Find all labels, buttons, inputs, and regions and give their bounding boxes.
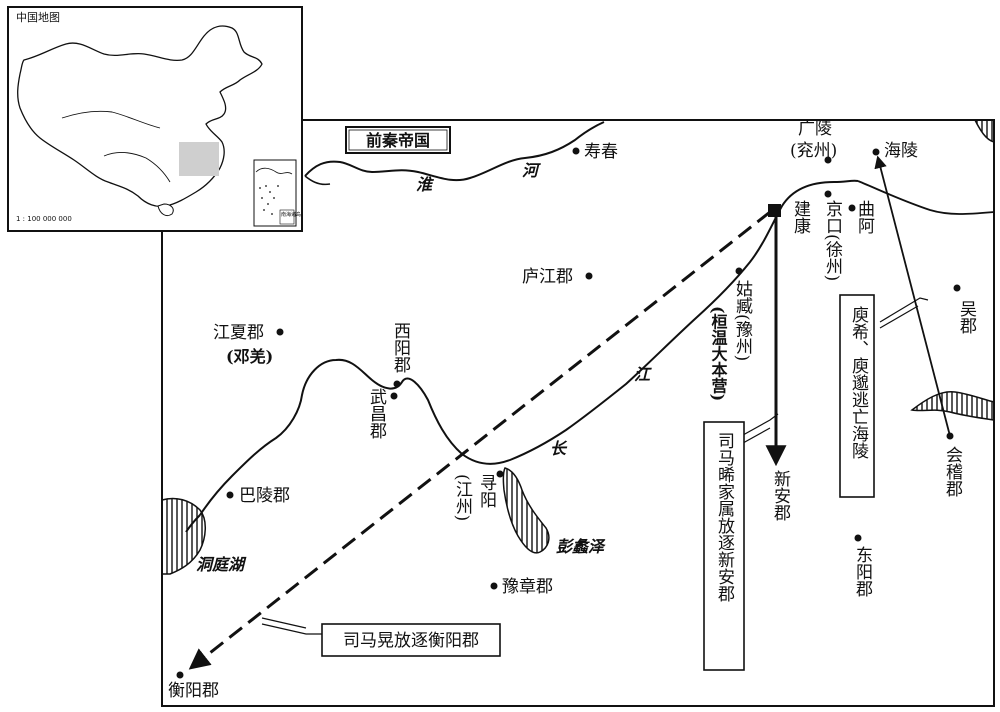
- label-dengqiang: (邓羌): [226, 347, 273, 366]
- leader-yu: [879, 297, 929, 323]
- label-yanzhou: (兖州): [790, 141, 837, 161]
- title-box: [345, 126, 451, 154]
- note-box-yu: [839, 294, 875, 498]
- note-sima-huang: 司马晃放逐衡阳郡: [343, 631, 479, 651]
- dot-kuaiji: [946, 432, 954, 440]
- map-title: 前秦帝国: [366, 131, 430, 150]
- label-huanwen: (桓温大本营): [709, 306, 729, 401]
- note-box-sima-huang: [321, 623, 501, 657]
- label-jiangxia: 江夏郡: [213, 323, 264, 343]
- place-dots: [176, 147, 961, 679]
- dot-qua: [848, 204, 856, 212]
- label-baling: 巴陵郡: [239, 486, 290, 506]
- label-gushu: 姑臧(豫州): [732, 280, 753, 361]
- note-yu-exile: 庾希、庾邈逃亡海陵: [848, 306, 869, 459]
- label-hengyang: 衡阳郡: [168, 681, 219, 701]
- dot-yuzhang: [490, 582, 498, 590]
- pengli-lake: [502, 467, 550, 554]
- label-dongyang: 东阳郡: [852, 546, 873, 597]
- dot-hengyang: [176, 671, 184, 679]
- dot-jingkou: [824, 190, 832, 198]
- capital-jiankang-marker: [768, 204, 781, 217]
- dot-hailing: [872, 148, 880, 156]
- label-qua: 曲阿: [854, 200, 874, 235]
- south-china-sea-label: 南海诸岛: [281, 211, 301, 218]
- inset-highlight-region: [179, 142, 219, 176]
- label-xinan: 新安郡: [770, 470, 791, 521]
- route-to-hailing: [874, 155, 951, 437]
- huai-river: [304, 121, 605, 182]
- label-jingkou: 京口(徐州): [822, 200, 843, 281]
- dot-lujiang: [585, 272, 593, 280]
- label-xiyang: 西阳郡: [390, 322, 411, 373]
- dot-dongyang: [854, 534, 862, 542]
- label-shouchun: 寿春: [584, 142, 618, 162]
- label-jiangzhou: (江州): [452, 474, 473, 521]
- dot-shouchun: [572, 147, 580, 155]
- dot-xiyang: [393, 380, 401, 388]
- label-guangling: 广陵: [798, 119, 832, 139]
- dot-jiangxia: [276, 328, 284, 336]
- label-wuchang: 武昌郡: [366, 388, 387, 439]
- label-hailing: 海陵: [884, 141, 918, 161]
- huai-label-1: 淮: [416, 175, 435, 194]
- huai-label-2: 河: [522, 161, 541, 180]
- dongting-label: 洞庭湖: [196, 555, 247, 574]
- note-sima-xi: 司马晞家属放逐新安郡: [714, 432, 735, 602]
- inset-title: 中国地图: [16, 11, 60, 24]
- inset-scale: 1 : 100 000 000: [16, 215, 72, 223]
- dot-gushu: [735, 267, 743, 275]
- coastline: [857, 180, 995, 215]
- label-xunyang: 寻阳: [476, 474, 496, 508]
- dot-wujun: [953, 284, 961, 292]
- dongting-lake: [161, 497, 206, 575]
- label-wujun: 吴郡: [956, 300, 977, 334]
- chang-label-1: 长: [550, 439, 568, 458]
- chang-label-2: 江: [634, 365, 652, 384]
- dot-wuchang: [390, 392, 398, 400]
- label-yuzhang: 豫章郡: [502, 577, 553, 597]
- note-box-sima-xi: [703, 421, 745, 671]
- northeast-sea: [973, 119, 995, 143]
- dot-xunyang: [496, 470, 504, 478]
- hangzhou-bay: [910, 391, 995, 421]
- inset-map: 中国地图 1 : 100 000 000 南海诸岛: [7, 6, 303, 232]
- label-jiankang: 建康: [790, 200, 811, 234]
- dot-baling: [226, 491, 234, 499]
- yangtze-river: [199, 179, 859, 516]
- label-lujiang: 庐江郡: [522, 267, 573, 287]
- label-kuaiji: 会稽郡: [942, 446, 963, 497]
- dot-guangling: [824, 156, 832, 164]
- pengli-label: 彭蠡泽: [556, 537, 606, 556]
- route-to-hengyang: [188, 210, 771, 670]
